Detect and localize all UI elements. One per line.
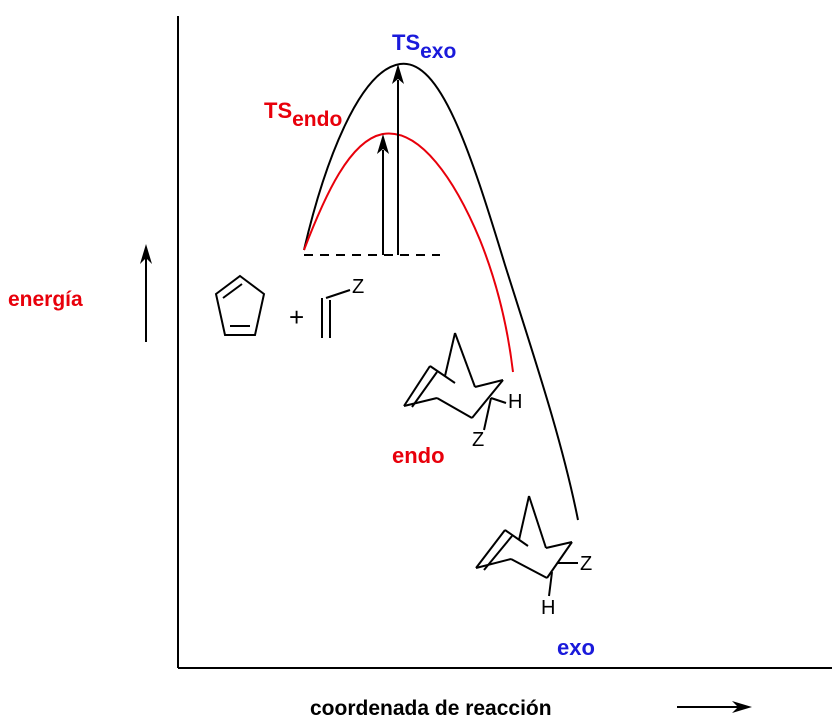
exo-energy-curve [303, 62, 579, 521]
ts-exo-label: TSexo [392, 30, 456, 63]
endo-product-structure [403, 332, 507, 431]
exo-product-label: exo [557, 635, 595, 660]
endo-z-label: Z [472, 429, 484, 451]
exo-product-structure [475, 495, 578, 597]
endo-h-label: H [508, 391, 522, 413]
endo-energy-curve [303, 132, 514, 373]
dienophile-structure [321, 289, 351, 338]
cyclopentadiene-structure [214, 274, 266, 336]
energy-axis-label: energía [8, 288, 83, 311]
energy-arrow-head [140, 244, 152, 264]
exo-z-label: Z [580, 553, 592, 575]
reaction-coordinate-label: coordenada de reacción [310, 697, 552, 719]
exo-activation-arrow-head [392, 64, 404, 84]
endo-activation-arrow-head [377, 134, 389, 154]
reaction-coordinate-arrow-head [732, 701, 752, 713]
ts-endo-label: TSendo [264, 98, 342, 131]
dienophile-substituent-label: Z [352, 276, 364, 298]
exo-h-label: H [541, 597, 555, 619]
endo-product-label: endo [392, 443, 445, 468]
reactant-plus: + [289, 302, 304, 332]
